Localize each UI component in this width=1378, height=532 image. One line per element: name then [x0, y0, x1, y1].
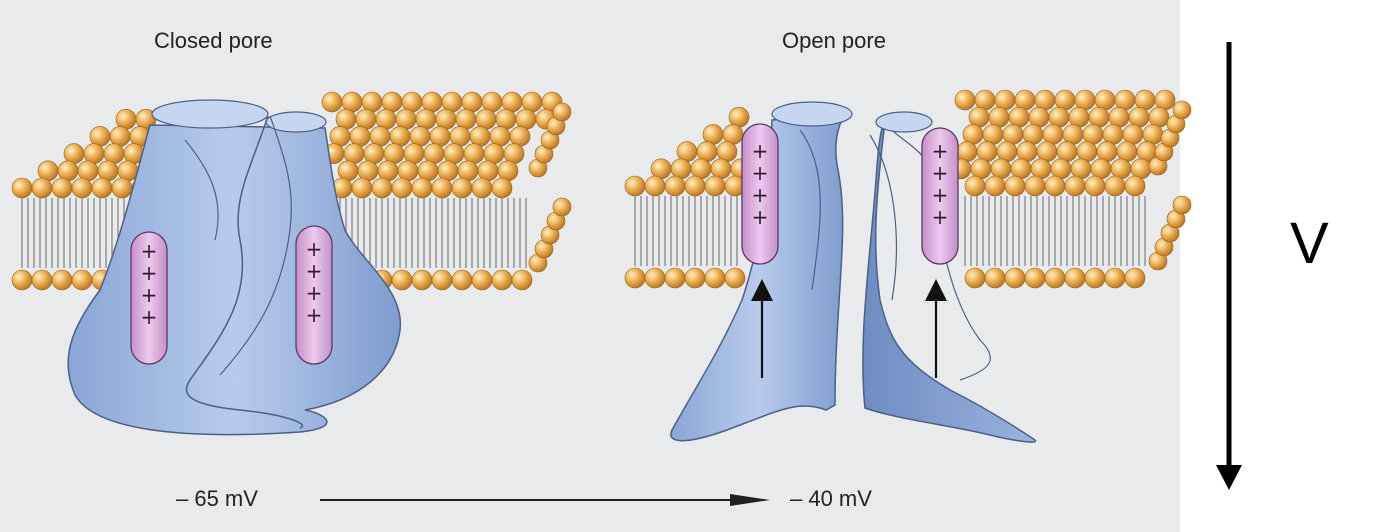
svg-text:+: + — [752, 205, 769, 229]
depolarized-voltage-label: – 40 mV — [790, 486, 872, 511]
svg-text:+: + — [306, 303, 323, 327]
svg-text:+: + — [141, 305, 158, 329]
svg-text:+: + — [141, 283, 158, 307]
voltage-symbol: V — [1290, 211, 1329, 276]
svg-text:+: + — [932, 139, 949, 163]
voltage-axis-arrow — [1216, 42, 1242, 490]
voltage-sensor-closed-left: ++++ — [130, 231, 168, 365]
lipid-bilayer-left — [11, 91, 572, 291]
svg-text:+: + — [932, 183, 949, 207]
resting-voltage-label: – 65 mV — [176, 486, 258, 511]
closed-pore-label: Closed pore — [154, 28, 273, 53]
lipid-bilayer-right — [624, 89, 1192, 289]
svg-text:+: + — [306, 281, 323, 305]
voltage-sensor-open-left: ++++ — [741, 123, 779, 265]
svg-text:+: + — [141, 239, 158, 263]
voltage-sensor-closed-right: ++++ — [295, 225, 333, 365]
open-channel-protein — [670, 101, 1037, 443]
svg-text:+: + — [752, 161, 769, 185]
svg-text:+: + — [932, 205, 949, 229]
open-pore-label: Open pore — [782, 28, 886, 53]
svg-text:+: + — [932, 161, 949, 185]
svg-text:+: + — [752, 139, 769, 163]
svg-text:+: + — [141, 261, 158, 285]
voltage-sensor-open-right: ++++ — [921, 127, 959, 265]
svg-text:+: + — [306, 237, 323, 261]
svg-text:+: + — [752, 183, 769, 207]
svg-text:+: + — [306, 259, 323, 283]
voltage-change-arrow — [320, 494, 770, 506]
